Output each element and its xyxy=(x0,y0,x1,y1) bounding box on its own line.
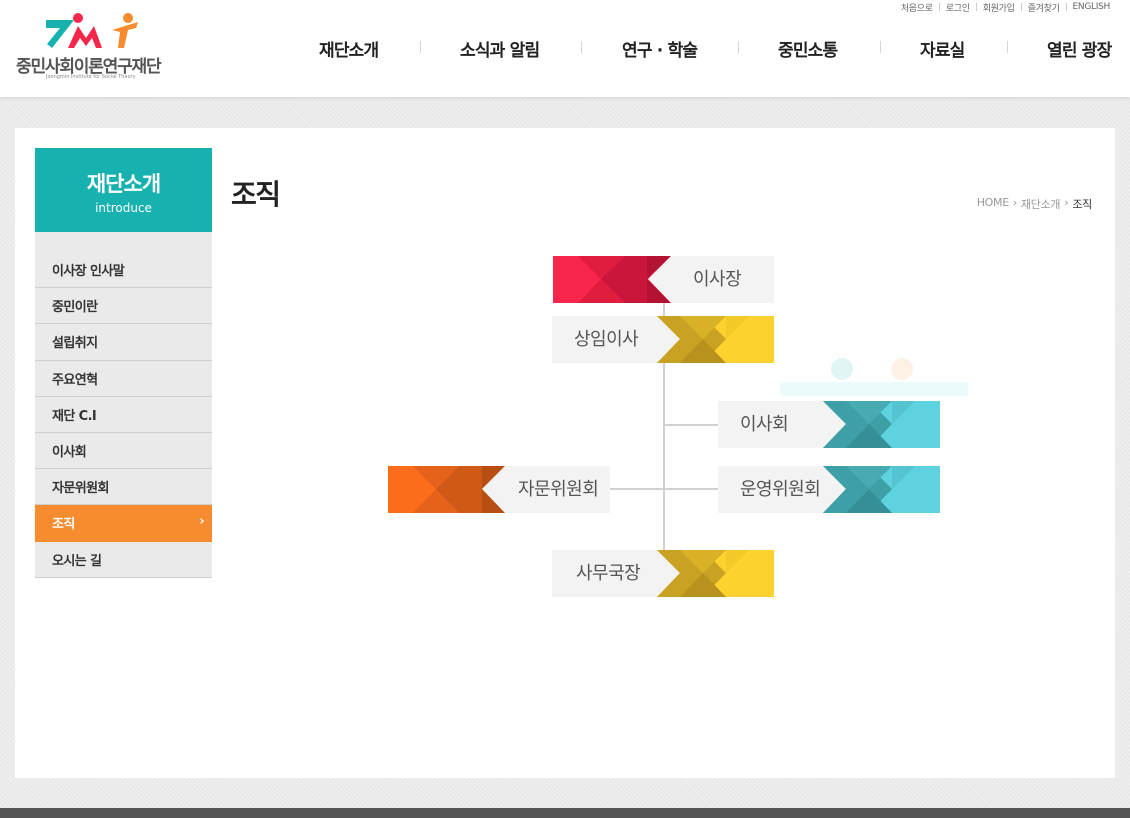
sidebar-item-label: 조직 xyxy=(52,517,75,533)
org-node-label: 자문위원회 xyxy=(518,479,599,500)
util-bookmark-link[interactable]: 즐겨찾기 xyxy=(1027,3,1060,14)
sidebar-item-greeting[interactable]: 이사장 인사말 xyxy=(35,252,212,289)
nav-item-research[interactable]: 연구 · 학술 xyxy=(622,41,698,61)
divider xyxy=(1065,3,1067,11)
site-header: 중민사회이론연구재단 Joongmin Institute for Social… xyxy=(0,0,1130,97)
logo-text: 중민사회이론연구재단 xyxy=(16,57,162,77)
util-home-link[interactable]: 처음으로 xyxy=(900,3,933,14)
org-node-managing-director: 상임이사 xyxy=(552,316,774,363)
logo-subtitle: Joongmin Institute for Social Theory xyxy=(46,74,136,80)
sidebar-header: 재단소개 introduce xyxy=(35,148,212,232)
sidebar-item-label: 자문위원회 xyxy=(52,481,109,497)
nav-item-foundation[interactable]: 재단소개 xyxy=(319,41,379,61)
sidebar-item-directions[interactable]: 오시는 길 xyxy=(35,542,212,578)
divider xyxy=(738,41,739,53)
sidebar-item-label: 이사회 xyxy=(52,445,87,461)
nav-item-archive[interactable]: 자료실 xyxy=(920,41,965,61)
sidebar-item-label: 주요연혁 xyxy=(52,372,98,388)
sidebar-item-history[interactable]: 주요연혁 xyxy=(35,361,212,397)
breadcrumb-section[interactable]: 재단소개 xyxy=(1020,198,1061,211)
footer-bar xyxy=(0,808,1130,818)
logo-mark-icon xyxy=(46,13,138,48)
sidebar-item-advisory[interactable]: 자문위원회 xyxy=(35,469,212,506)
org-node-label: 상임이사 xyxy=(574,329,639,350)
sidebar-item-board[interactable]: 이사회 xyxy=(35,433,212,470)
nav-item-communication[interactable]: 중민소통 xyxy=(778,41,838,61)
sidebar-menu: 이사장 인사말 중민이란 설립취지 주요연혁 재단 C.I 이사회 자문위원회 … xyxy=(35,232,212,578)
sidebar-item-ci[interactable]: 재단 C.I xyxy=(35,397,212,433)
org-node-board: 이사회 xyxy=(718,401,940,448)
nav-item-open-square[interactable]: 열린 광장 xyxy=(1047,41,1112,61)
org-node-chair: 이사장 xyxy=(553,256,774,303)
utility-nav: 처음으로 로그인 회원가입 즐겨찾기 ENGLISH xyxy=(895,0,1110,14)
sidebar-item-label: 이사장 인사말 xyxy=(52,264,125,280)
breadcrumb-home[interactable]: HOME xyxy=(976,196,1009,209)
sidebar-item-label: 재단 C.I xyxy=(52,408,97,424)
breadcrumb: HOME › 재단소개 › 조직 xyxy=(976,196,1093,212)
site-logo[interactable]: 중민사회이론연구재단 Joongmin Institute for Social… xyxy=(16,8,166,84)
org-node-operations-committee: 운영위원회 xyxy=(718,466,940,513)
org-node-label: 이사회 xyxy=(740,414,789,435)
org-node-label: 운영위원회 xyxy=(740,479,821,500)
chevron-right-icon: › xyxy=(1012,196,1017,209)
nav-item-news[interactable]: 소식과 알림 xyxy=(460,41,540,61)
org-node-advisory-committee: 자문위원회 xyxy=(388,466,610,513)
sidebar-item-label: 중민이란 xyxy=(52,300,98,316)
divider xyxy=(938,3,940,11)
sidebar-item-label: 오시는 길 xyxy=(52,553,102,569)
divider xyxy=(1007,41,1008,53)
page-title: 조직 xyxy=(231,178,281,211)
divider xyxy=(420,41,421,53)
util-english-link[interactable]: ENGLISH xyxy=(1072,2,1111,12)
util-join-link[interactable]: 회원가입 xyxy=(982,3,1015,14)
sidebar-item-organization[interactable]: 조직 › xyxy=(35,505,212,542)
divider xyxy=(880,41,881,53)
sidebar-item-purpose[interactable]: 설립취지 xyxy=(35,324,212,361)
chevron-right-icon: › xyxy=(1064,196,1069,209)
divider xyxy=(1020,3,1022,11)
breadcrumb-current: 조직 xyxy=(1072,198,1092,211)
chevron-right-icon: › xyxy=(199,514,204,530)
sidebar-subtitle: introduce xyxy=(95,201,152,215)
sidebar-title: 재단소개 xyxy=(86,172,161,196)
main-nav: 재단소개 소식과 알림 연구 · 학술 중민소통 자료실 열린 광장 xyxy=(280,30,1130,64)
divider xyxy=(975,3,977,11)
sidebar-item-label: 설립취지 xyxy=(52,336,98,352)
org-node-label: 이사장 xyxy=(693,269,742,290)
org-node-secretary-general: 사무국장 xyxy=(552,550,774,597)
util-login-link[interactable]: 로그인 xyxy=(945,3,970,14)
sidebar-item-about-joongmin[interactable]: 중민이란 xyxy=(35,288,212,325)
org-node-label: 사무국장 xyxy=(576,563,641,584)
divider xyxy=(581,41,582,53)
